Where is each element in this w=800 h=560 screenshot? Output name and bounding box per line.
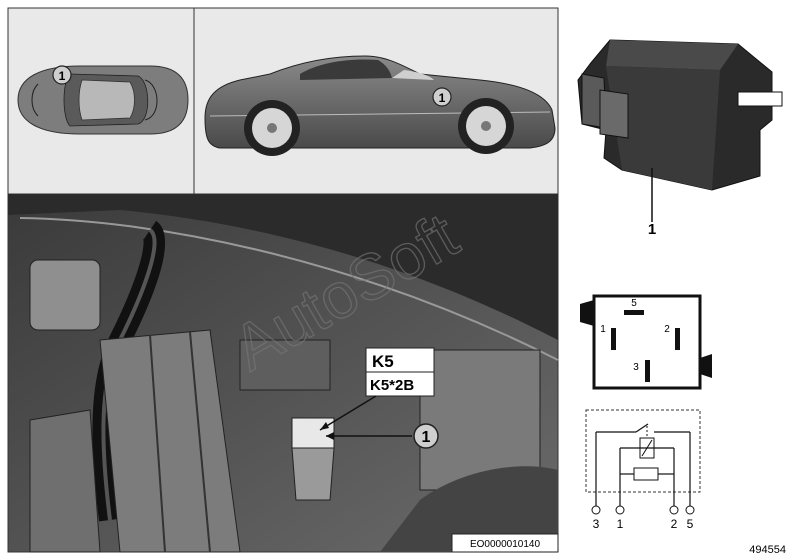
terminal-3 — [591, 505, 601, 515]
svg-text:1: 1 — [422, 429, 431, 446]
pin-1-label: 1 — [600, 324, 606, 335]
pin-2-terminal — [675, 328, 680, 350]
pin-1-terminal — [611, 328, 616, 350]
terminal-5 — [685, 505, 695, 515]
relay-k5-in-bay — [291, 417, 335, 501]
switch-contact — [635, 423, 649, 433]
overview-side-view-panel: 1 — [193, 7, 559, 195]
terminal-1 — [615, 505, 625, 515]
svg-text:2: 2 — [671, 517, 678, 531]
pin-layout-diagram: 5 1 2 3 — [580, 294, 712, 390]
circuit-schematic: 3 1 2 5 — [585, 409, 701, 531]
engine-bay-panel: K5 K5*2B 1 EO0000010140 — [7, 193, 559, 553]
rear-wheel — [458, 98, 514, 154]
pin-5-label: 5 — [631, 298, 637, 309]
image-code-box: EO0000010140 — [451, 533, 559, 553]
overview-top-view-panel: 1 — [7, 7, 195, 195]
svg-text:1: 1 — [617, 517, 624, 531]
svg-text:K5: K5 — [372, 352, 394, 371]
svg-text:1: 1 — [439, 91, 446, 105]
terminal-2 — [669, 505, 679, 515]
diagram-number: 494554 — [749, 544, 786, 556]
front-wheel — [244, 100, 300, 156]
pin-5-terminal — [624, 310, 644, 315]
svg-text:3: 3 — [593, 517, 600, 531]
pin-3-label: 3 — [633, 362, 639, 373]
svg-text:K5*2B: K5*2B — [370, 377, 414, 394]
svg-text:EO0000010140: EO0000010140 — [470, 539, 541, 550]
pin-3-terminal — [645, 360, 650, 382]
relay-label-box: K5 K5*2B — [365, 347, 435, 397]
side-view-callout: 1 — [432, 87, 452, 107]
car-side-view — [204, 55, 556, 156]
svg-text:5: 5 — [687, 517, 694, 531]
pin-2-label: 2 — [664, 324, 670, 335]
top-view-callout: 1 — [52, 65, 72, 85]
relay-part-callout: 1 — [648, 221, 656, 238]
relay-part-illustration: 1 — [577, 39, 783, 238]
relay-label-leader — [319, 395, 377, 431]
resistor — [633, 467, 659, 481]
car-top-view — [17, 65, 189, 135]
engine-bay-callout: 1 — [413, 423, 439, 449]
svg-text:1: 1 — [59, 69, 66, 83]
